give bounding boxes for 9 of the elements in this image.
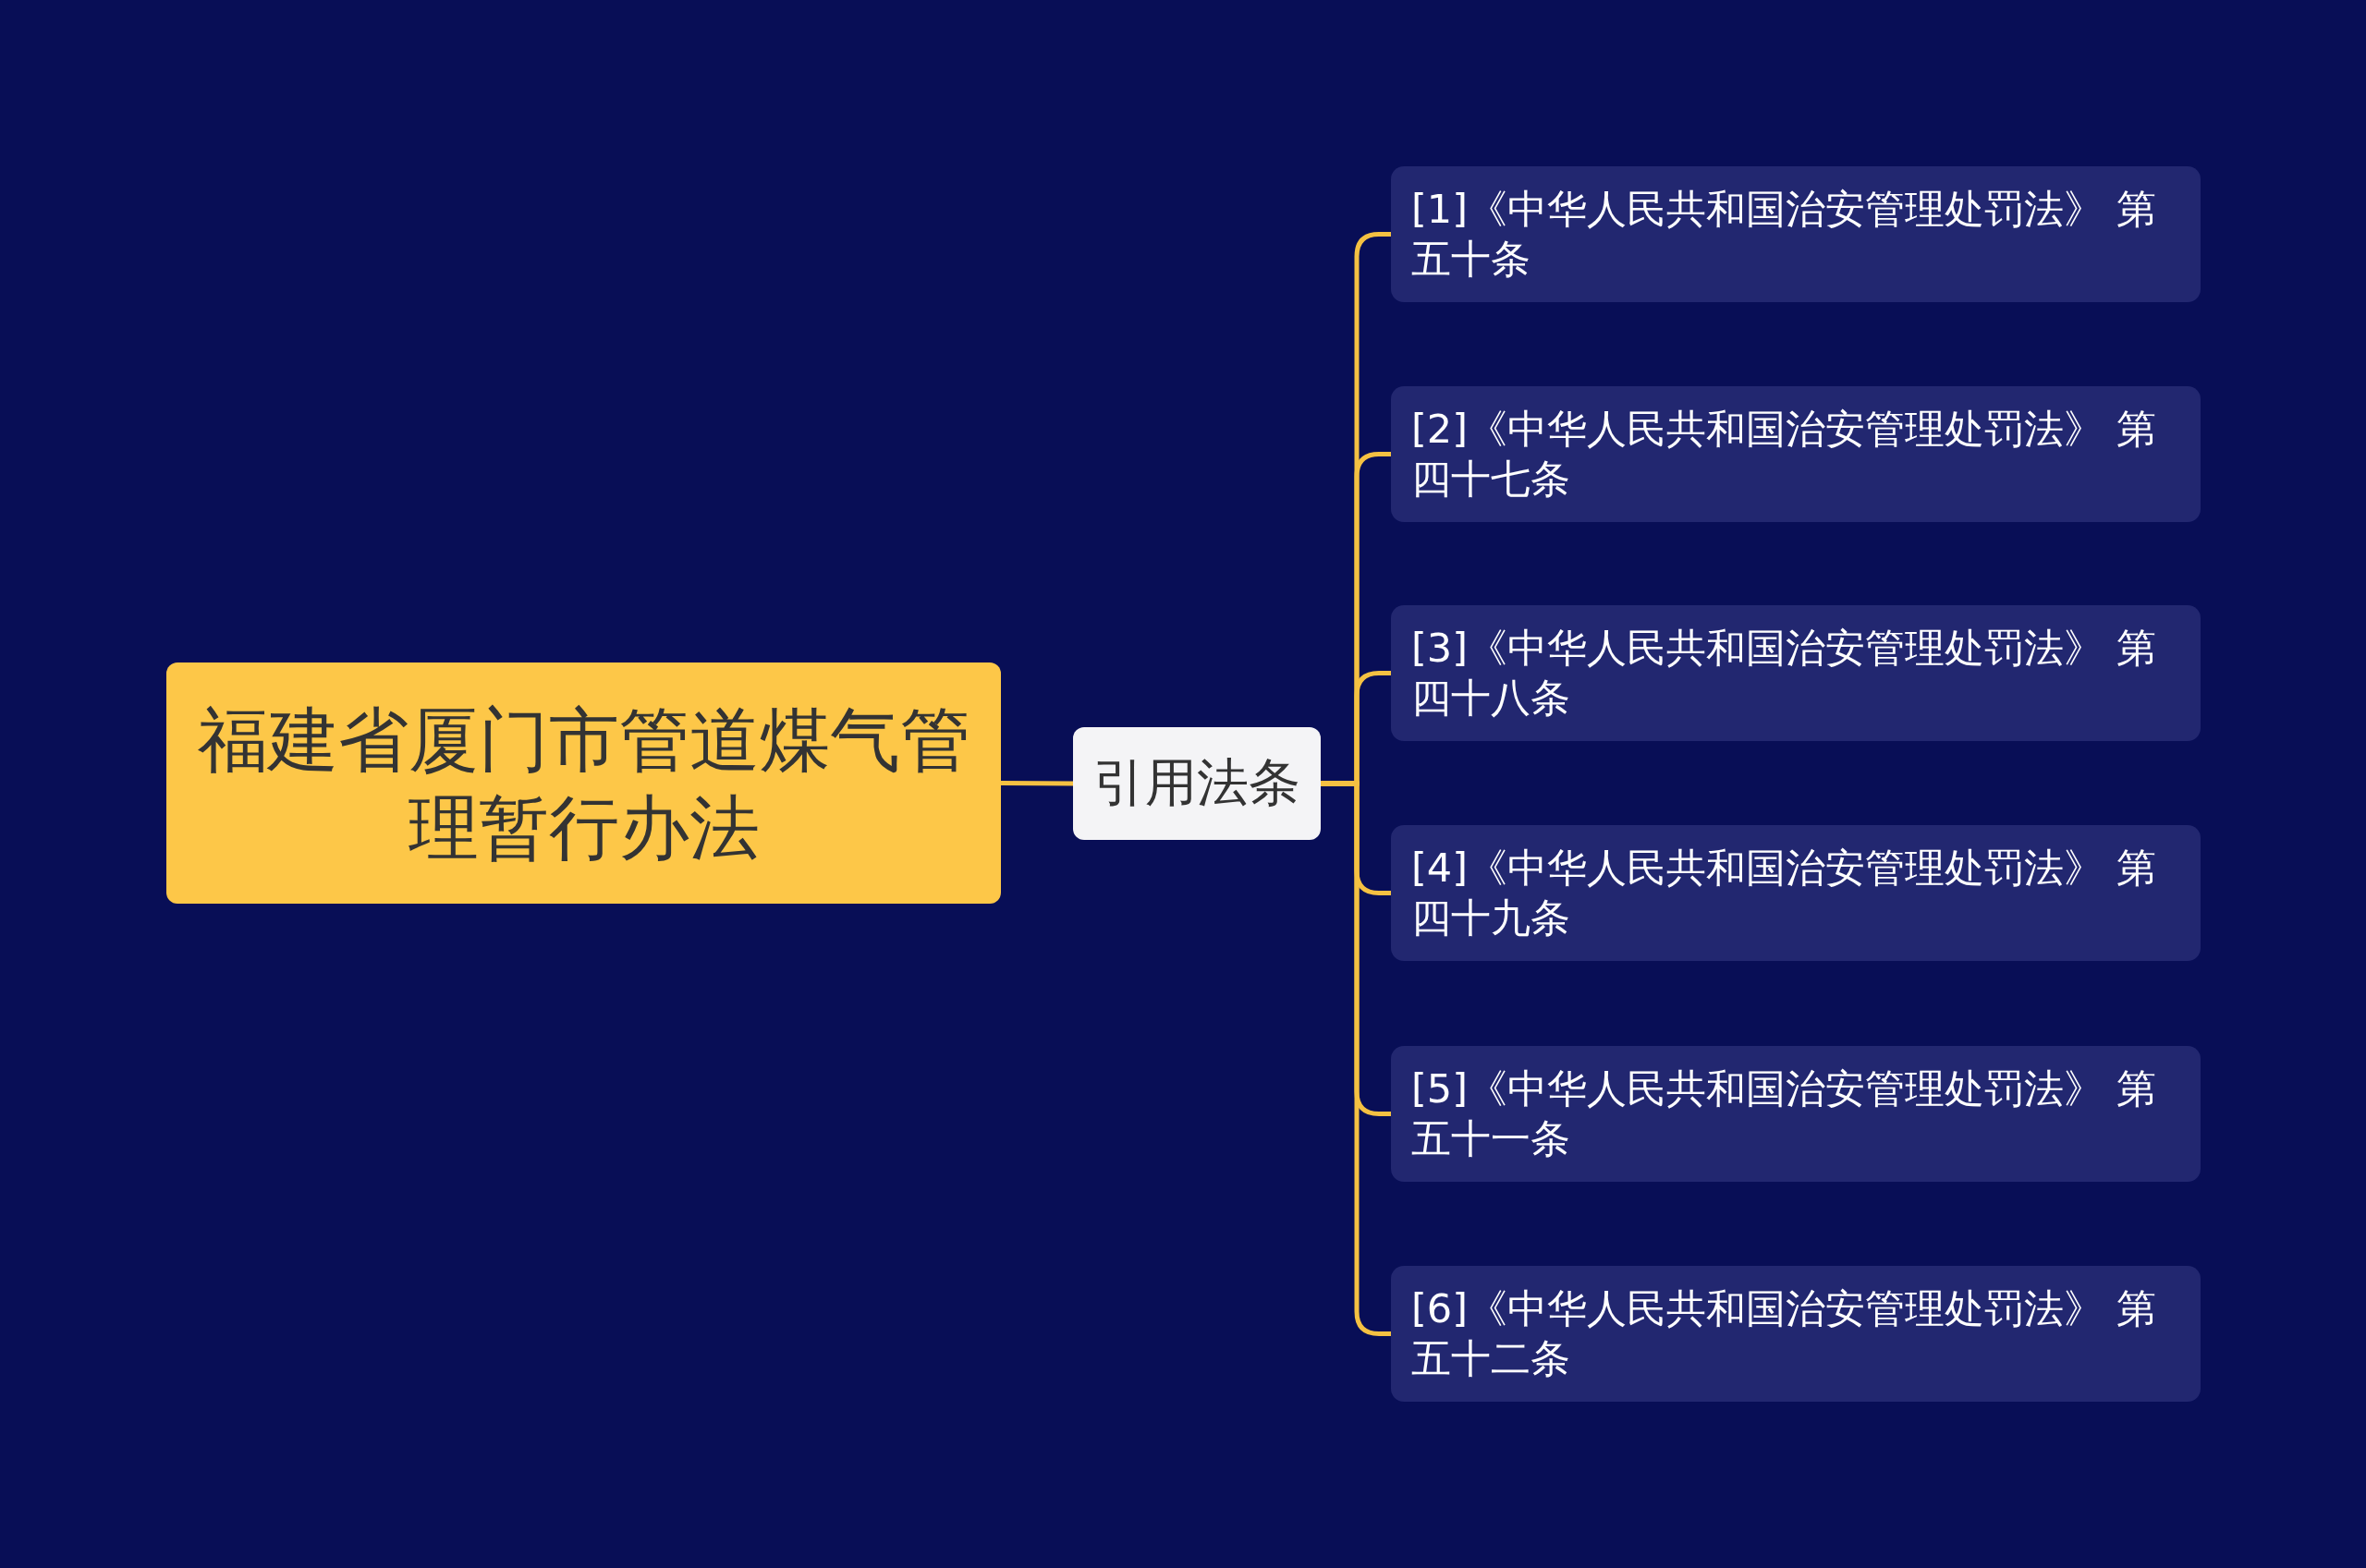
topic-box: 引用法条 bbox=[1073, 727, 1321, 840]
subtopic-box: [5]《中华人民共和国治安管理处罚法》 第五十一条 bbox=[1391, 1046, 2201, 1182]
subtopic-box: [4]《中华人民共和国治安管理处罚法》 第四十九条 bbox=[1391, 825, 2201, 961]
subtopic-box: [6]《中华人民共和国治安管理处罚法》 第五十二条 bbox=[1391, 1266, 2201, 1402]
connector-line bbox=[1001, 781, 1073, 786]
subtopic-box: [1]《中华人民共和国治安管理处罚法》 第五十条 bbox=[1391, 166, 2201, 302]
central-topic-box: 福建省厦门市管道煤气管理暂行办法 bbox=[166, 662, 1001, 904]
subtopic-box: [3]《中华人民共和国治安管理处罚法》 第四十八条 bbox=[1391, 605, 2201, 741]
subtopic-box: [2]《中华人民共和国治安管理处罚法》 第四十七条 bbox=[1391, 386, 2201, 522]
